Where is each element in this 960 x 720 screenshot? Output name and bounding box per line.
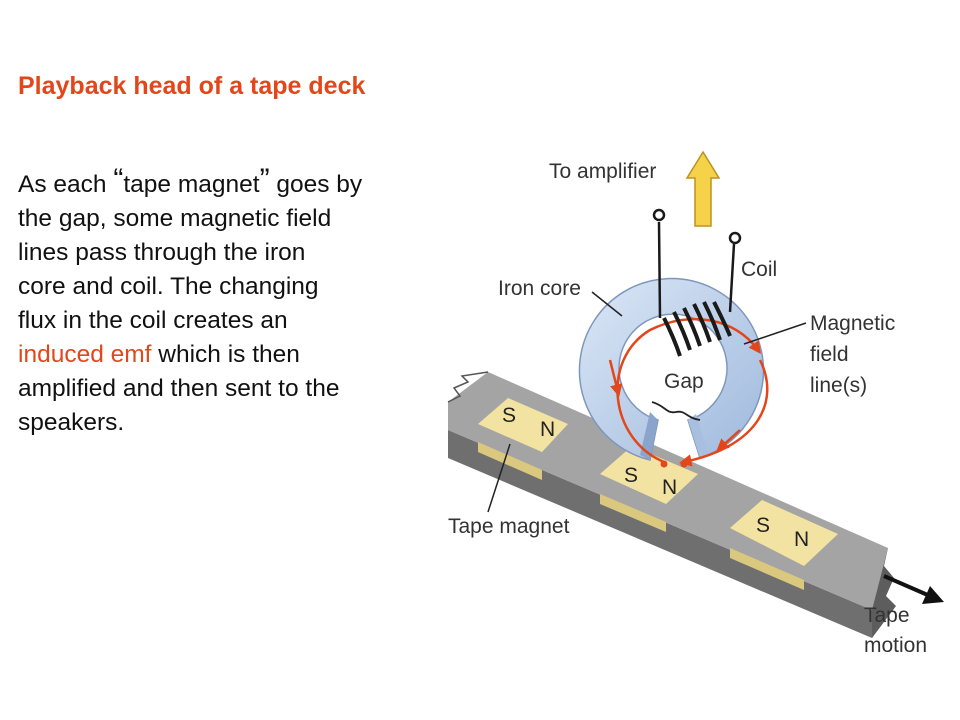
leader-lines bbox=[487, 291, 807, 513]
tape-side bbox=[448, 430, 872, 638]
induced-emf-highlight: induced emf bbox=[18, 341, 152, 368]
gap-label: Gap bbox=[664, 370, 704, 393]
field-lines-label-1: Magnetic bbox=[810, 312, 895, 335]
up-arrow-icon bbox=[685, 150, 721, 227]
open-quote: “ bbox=[113, 163, 124, 196]
iron-core bbox=[578, 277, 765, 461]
tape-magnet-zone bbox=[600, 446, 698, 504]
tape-motion-arrow bbox=[883, 574, 944, 604]
tape-magnet-zone bbox=[478, 398, 568, 452]
tape-magnet-label: Tape magnet bbox=[448, 515, 570, 538]
text-segment: tape magnet bbox=[123, 171, 260, 198]
text-line: amplified and then sent to the bbox=[18, 375, 340, 402]
north-pole-label: N bbox=[662, 476, 677, 499]
text-line: core and coil. The changing bbox=[18, 273, 319, 300]
text-line: the gap, some magnetic field bbox=[18, 205, 332, 232]
text-segment: As each bbox=[18, 171, 114, 198]
to-amplifier-label: To amplifier bbox=[549, 160, 656, 183]
south-pole-label: S bbox=[756, 514, 770, 537]
text-segment: which is then bbox=[151, 341, 300, 368]
text-line: As each “tape magnet” goes by bbox=[18, 165, 438, 202]
text-line: flux in the coil creates an bbox=[18, 307, 288, 334]
description-text: As each “tape magnet” goes by the gap, s… bbox=[18, 165, 438, 440]
text-line: speakers. bbox=[18, 409, 125, 436]
gap-brace bbox=[651, 401, 701, 421]
close-quote: ” bbox=[259, 163, 270, 196]
north-pole-label: N bbox=[540, 418, 555, 441]
north-pole-label: N bbox=[794, 528, 809, 551]
tape-motion-label-2: motion bbox=[864, 634, 927, 657]
field-lines-label-3: line(s) bbox=[810, 374, 867, 397]
tape bbox=[447, 371, 896, 638]
pole-labels: S N S N S N bbox=[502, 404, 809, 551]
south-pole-label: S bbox=[502, 404, 516, 427]
field-lines-label-2: field bbox=[810, 343, 849, 366]
iron-core-label: Iron core bbox=[498, 277, 581, 300]
coil-leads bbox=[652, 208, 742, 319]
slide-title: Playback head of a tape deck bbox=[18, 72, 366, 100]
tape-magnet-zone bbox=[730, 500, 838, 566]
coil bbox=[662, 301, 732, 357]
tape-motion-label-1: Tape bbox=[864, 604, 910, 627]
coil-label: Coil bbox=[741, 258, 777, 281]
text-line: lines pass through the iron bbox=[18, 239, 306, 266]
text-line: induced emf which is then bbox=[18, 338, 438, 372]
south-pole-label: S bbox=[624, 464, 638, 487]
text-segment: goes by bbox=[269, 171, 363, 198]
